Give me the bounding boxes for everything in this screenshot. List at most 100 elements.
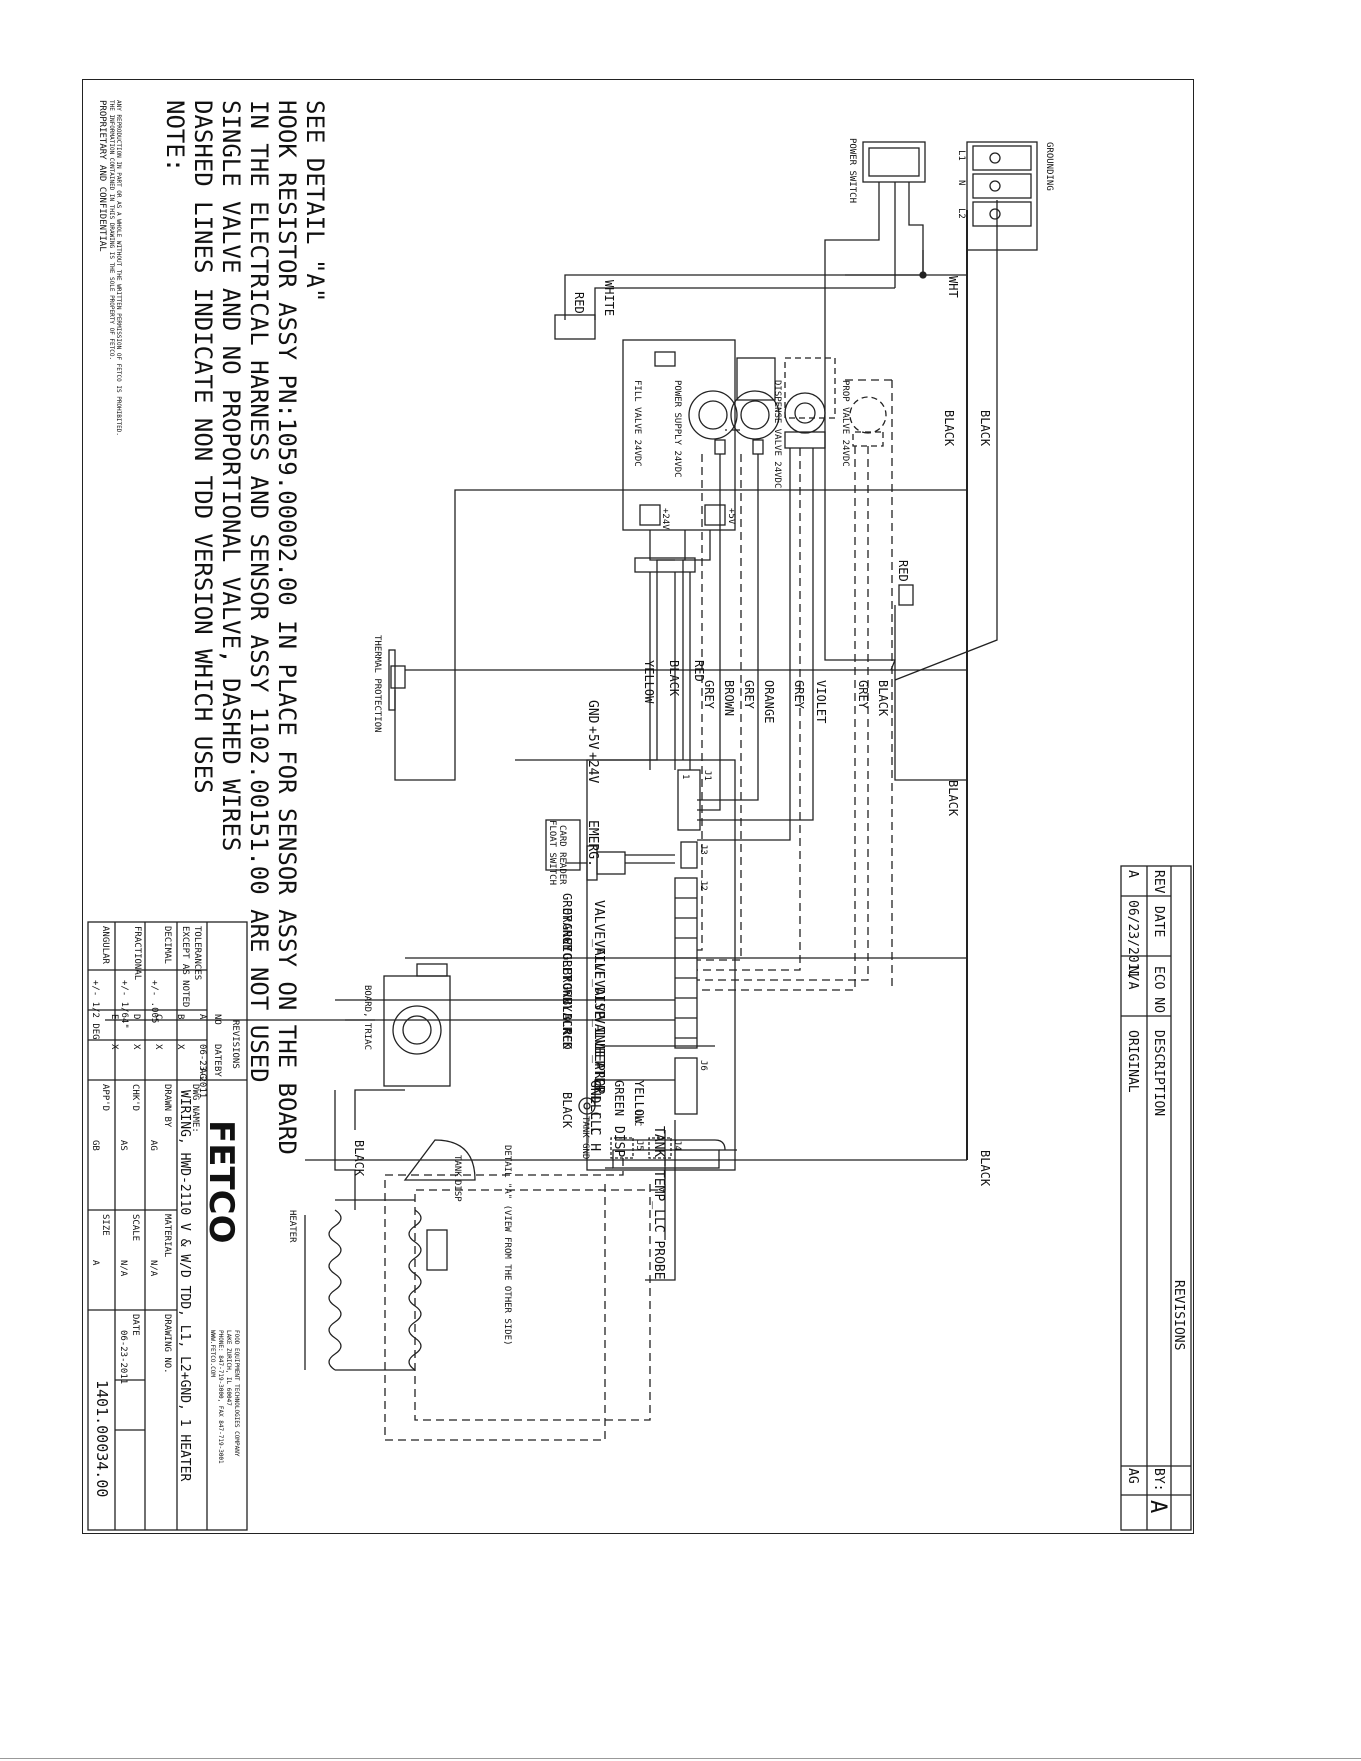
- card-reader-label: CARD READER: [557, 825, 567, 885]
- wire-b-grey4: GREY: [560, 983, 574, 1013]
- j1-label: J1: [702, 770, 712, 781]
- note-line2: SINGLE VALVE AND NO PROPORTIONAL VALVE, …: [217, 100, 245, 851]
- tb-rev-row-no: E: [109, 1014, 119, 1019]
- board-llc-h: LLC_H: [587, 1112, 602, 1151]
- wire-grey-b: GREY: [702, 680, 716, 710]
- proprietary-2: THE INFORMATION CONTAINED IN THIS DRAWIN…: [108, 100, 115, 360]
- proprietary-1: PROPRIETARY AND CONFIDENTIAL: [97, 100, 107, 252]
- note-line1: DASHED LINES INDICATE NON TDD VERSION WH…: [189, 100, 217, 794]
- terminal-l1: L1: [956, 150, 966, 161]
- tb-drawn-by: AG: [148, 1140, 158, 1151]
- tb-drawing-no-label: DRAWING NO.: [162, 1314, 172, 1374]
- row-by: AG: [1125, 1468, 1140, 1484]
- wire-grey-a: GREY: [742, 680, 756, 710]
- wire-yellow-ps: YELLOW: [642, 660, 656, 704]
- desc-col: DESCRIPTION: [1151, 1030, 1166, 1116]
- triac-board: [383, 963, 451, 1087]
- board-heater: HEATER: [591, 1046, 606, 1093]
- company-line-4: WWW.FETCO.COM: [209, 1330, 216, 1377]
- power-switch-label: POWER SWITCH: [847, 138, 857, 203]
- tb-fractional-val: +/- 1/64": [119, 980, 129, 1029]
- tb-rev-row-no: D: [131, 1014, 141, 1019]
- ps-24v: +24V: [660, 508, 670, 530]
- tb-chkd: AS: [118, 1140, 128, 1151]
- wire-grey-d: GREY: [856, 680, 870, 710]
- wire-orange-a: ORANGE: [762, 680, 776, 723]
- tb-appd-label: APP'D: [100, 1084, 110, 1111]
- dispense-valve: [784, 357, 836, 449]
- wire-red-thermal: RED: [896, 560, 910, 582]
- company-line-1: FOOD EQUIPMENT TECHNOLOGIES COMPANY: [233, 1330, 240, 1457]
- wire-b-grey1: GREY: [560, 893, 574, 923]
- card-reader: [545, 819, 581, 871]
- wire-wht: WHT: [946, 276, 960, 298]
- fill-valve: [688, 357, 780, 455]
- board-tank: TANK: [651, 1126, 666, 1157]
- wire-grey-c: GREY: [792, 680, 806, 710]
- wire-yellow-llc: YELLOW: [632, 1080, 646, 1124]
- tb-by: BY: [212, 1066, 222, 1077]
- detail-disp: DISP: [452, 1180, 462, 1202]
- tb-drawn-by-label: DRAWN BY: [162, 1084, 172, 1128]
- control-board: [586, 759, 736, 1171]
- llc-probe: [605, 1045, 737, 1169]
- tb-size: A: [90, 1260, 100, 1266]
- note-line5: SEE DETAIL "A": [301, 100, 329, 302]
- wire-black-3: BLACK: [946, 780, 960, 817]
- wire-black-d: BLACK: [876, 680, 890, 717]
- tb-fractional: FRACTIONAL: [132, 926, 142, 980]
- wire-b-grey2: GREY: [560, 923, 574, 953]
- tb-decimal-val: +/- .005: [149, 980, 159, 1023]
- board-valve-inlet: VALVE_INLET: [591, 980, 606, 1066]
- temp-probe-label: TEMP_LLC PROBE: [651, 1170, 666, 1280]
- wire-b-grey3: GREY: [560, 953, 574, 983]
- wire-red: RED: [572, 292, 586, 314]
- company-line-3: PHONE: 847-719-3000, FAX 847-719-3001: [217, 1330, 224, 1464]
- date-col: DATE: [1151, 906, 1166, 937]
- llc-label: LLC: [632, 1110, 642, 1126]
- tb-except: EXCEPT AS NOTED: [180, 926, 190, 1007]
- fill-valve-label: FILL VALVE 24VDC: [632, 380, 642, 467]
- wire-black-2: BLACK: [978, 410, 992, 447]
- terminal-l2: L2: [956, 208, 966, 219]
- wire-b-black3: BLACK: [560, 1092, 574, 1129]
- prop-valve-label: PROP VALVE 24VDC: [840, 380, 850, 467]
- j1-pin1: 1: [680, 774, 690, 779]
- dispense-valve-label: DISPENSE VALVE 24VDC: [772, 380, 782, 488]
- power-switch: [862, 141, 926, 222]
- wire-b-black2: BLACK: [560, 1013, 574, 1050]
- company-line-2: LAKE ZURICH, IL 60047: [225, 1330, 232, 1406]
- tb-date: DATE: [212, 1044, 222, 1066]
- tb-angular: ANGULAR: [100, 926, 110, 965]
- tb-rev-row-date: X: [175, 1044, 185, 1050]
- row-desc: ORIGINAL: [1125, 1030, 1140, 1093]
- tb-drawing-no: 1401.00034.00: [93, 1380, 111, 1497]
- wire-black-heater: BLACK: [352, 1140, 366, 1177]
- tb-rev-row-date: X: [109, 1044, 119, 1050]
- revisions-title: REVISIONS: [1171, 1280, 1186, 1350]
- wire-violet-a: VIOLET: [814, 680, 828, 723]
- tb-rev-row-by: AG: [197, 1068, 207, 1079]
- tb-no: NO: [212, 1014, 222, 1025]
- row-date: 06/23/2011: [1125, 900, 1140, 978]
- proprietary-3: ANY REPRODUCTION IN PART OR AS A WHOLE W…: [115, 100, 122, 436]
- wire-red-ps: RED: [692, 660, 706, 682]
- board-valve-fill: VALVE_FILL: [591, 900, 606, 978]
- board-valve-disp: VALVE_DISP: [591, 940, 606, 1018]
- power-supply-label: POWER SUPPLY 24VDC: [672, 380, 682, 478]
- tb-rev-row-date: X: [131, 1044, 141, 1050]
- j5-label: J5: [634, 1140, 644, 1151]
- wiring-diagram: REVISIONS REV DATE ECO NO DESCRIPTION BY…: [83, 80, 1193, 1533]
- note-line4: HOOK RESISTOR ASSY PN:1059.00002.00 IN P…: [273, 100, 301, 1155]
- wire-black-1: BLACK: [942, 410, 956, 447]
- board-emerg: EMERG.: [585, 820, 600, 867]
- note-line3: IN THE ELECTRICAL HARNESS AND SENSOR ASS…: [245, 100, 273, 1083]
- note-title: NOTE:: [161, 100, 189, 172]
- float-switch: [565, 845, 675, 881]
- drawing-sheet: REVISIONS REV DATE ECO NO DESCRIPTION BY…: [82, 79, 1194, 1534]
- tb-decimal: DECIMAL: [162, 926, 172, 964]
- thermal-protection-label: THERMAL PROTECTION: [372, 635, 382, 733]
- heater-coil: [328, 1199, 422, 1371]
- tb-material-label: MATERIAL: [162, 1214, 172, 1257]
- eco-col: ECO NO: [1151, 966, 1166, 1013]
